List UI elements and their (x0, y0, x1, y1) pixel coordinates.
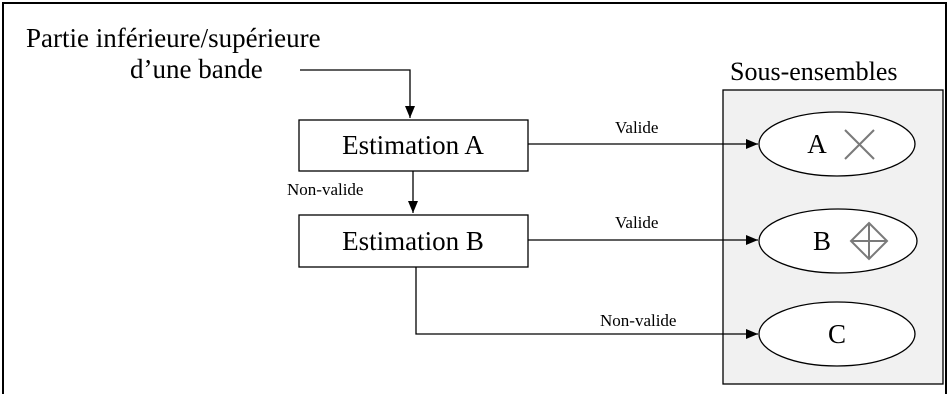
subset-a-label: A (807, 129, 827, 159)
edge-a-non-valide-label: Non-valide (287, 180, 363, 199)
edge-b-non-valide-label: Non-valide (600, 311, 676, 330)
input-label-line2: d’une bande (130, 54, 263, 84)
outer-frame (2, 2, 947, 394)
subset-b-ellipse (758, 208, 918, 274)
estimation-a-box (298, 119, 529, 172)
estimation-a-label: Estimation A (342, 130, 484, 160)
input-connector (300, 69, 415, 118)
estimation-b-box (298, 214, 529, 268)
cross-icon (844, 129, 875, 160)
crossed-diamond-icon (849, 221, 889, 261)
edge-b-to-subset-c (415, 267, 758, 339)
estimation-b-label: Estimation B (342, 226, 484, 256)
subset-b-label: B (813, 226, 831, 256)
input-label-line1: Partie inférieure/supérieure (26, 23, 321, 53)
subset-c-ellipse (758, 301, 916, 367)
subset-c-label: C (828, 319, 846, 349)
edge-a-valide-label: Valide (615, 118, 658, 137)
edge-b-valide-label: Valide (615, 213, 658, 232)
subsets-title: Sous-ensembles (730, 57, 898, 86)
subset-a-ellipse (758, 111, 916, 177)
